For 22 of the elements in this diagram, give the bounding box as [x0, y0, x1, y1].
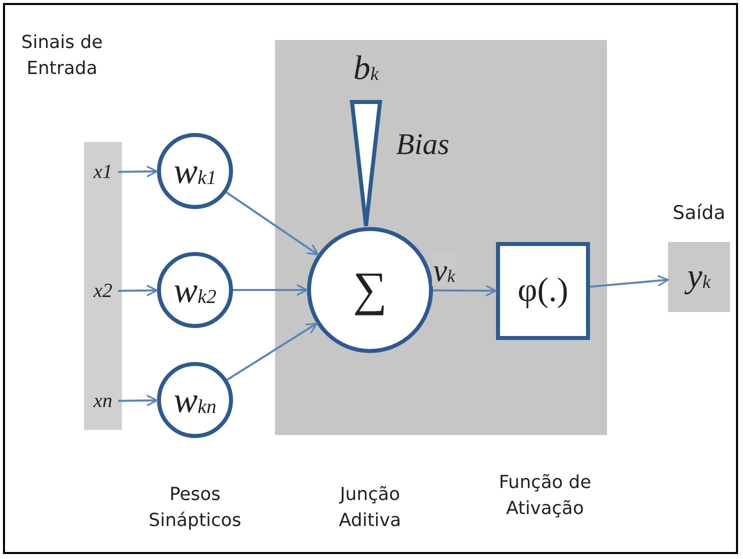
caption: Sinais de Entrada: [20, 31, 104, 82]
arrow: [118, 394, 158, 406]
arrow: [226, 192, 319, 256]
arrow: [590, 274, 669, 288]
variable-label: x2: [94, 281, 112, 301]
arrow: [118, 284, 158, 296]
caption: Junção Aditiva: [338, 483, 402, 534]
output-caption: Saída: [672, 204, 726, 223]
caption: Função de Ativação: [498, 471, 592, 522]
variable-label: x1: [94, 162, 112, 182]
activation-box: [496, 242, 590, 340]
arrow: [433, 284, 497, 296]
arrow: [118, 166, 158, 178]
input-band: [84, 142, 122, 430]
variable-label: xn: [94, 391, 112, 411]
bias-label: Bias: [396, 130, 450, 160]
arrow: [233, 284, 308, 296]
arrow: [226, 322, 318, 381]
caption: Pesos Sinápticos: [148, 483, 242, 534]
function-label: φ(.): [518, 274, 568, 308]
sigma-symbol: ∑: [352, 266, 388, 314]
junction-panel: [275, 40, 607, 435]
